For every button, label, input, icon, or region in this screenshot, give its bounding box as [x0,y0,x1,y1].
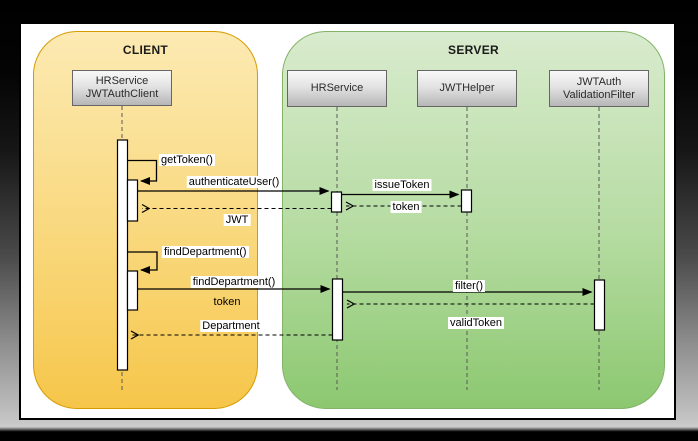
label-finddepartment-self: findDepartment() [162,246,249,258]
participant-hrservice-jwtauthclient: HRService JWTAuthClient [72,70,172,106]
activation-hrservice-auth [330,191,343,213]
activation-client-main [116,139,129,371]
label-jwt-return: JWT [223,214,251,226]
message-gettoken-self [127,159,158,185]
message-finddepartment-self [127,251,158,274]
label-issuetoken: issueToken [372,179,432,191]
label-authenticateuser: authenticateUser() [186,176,282,188]
client-title: CLIENT [122,43,169,57]
activation-client-finddept [126,270,139,311]
participant-jwtauth-validationfilter: JWTAuth ValidationFilter [549,70,649,107]
activation-hrservice-finddept [331,278,344,341]
label-department-return: Department [200,320,262,332]
activation-jwthelper [460,189,473,213]
label-filter-call: filter() [452,280,486,292]
participant-hrservice: HRService [287,70,387,107]
label-token-return: token [390,201,422,213]
label-gettoken: getToken() [159,154,215,166]
participant-jwthelper: JWTHelper [417,70,517,107]
activation-jwtauth-filter [593,279,606,331]
label-token-arg: token [213,296,241,308]
activation-client-auth [126,179,139,222]
server-title: SERVER [448,43,499,57]
label-finddepartment-call: findDepartment() [190,276,278,288]
label-validtoken-return: validToken [448,317,504,329]
